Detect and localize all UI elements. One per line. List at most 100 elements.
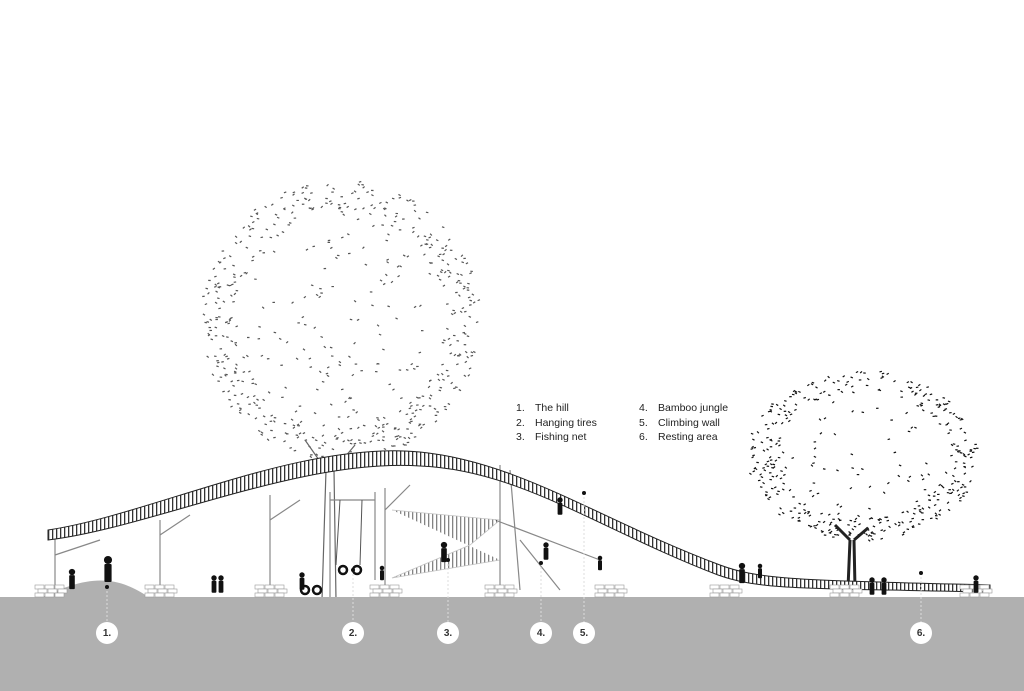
- leaf-mark: [257, 338, 261, 340]
- leaf-mark: [764, 494, 768, 497]
- leaf-mark: [217, 316, 221, 318]
- leaf-mark: [832, 381, 836, 384]
- leaf-mark: [230, 294, 233, 297]
- leaf-mark: [890, 419, 893, 421]
- brick: [959, 584, 970, 590]
- leaf-mark: [253, 208, 257, 211]
- leaf-mark: [292, 424, 296, 427]
- leaf-mark: [848, 534, 851, 536]
- legend-num: 1.: [516, 402, 525, 414]
- person-body: [881, 582, 887, 595]
- leaf-mark: [893, 379, 896, 383]
- leaf-mark: [794, 390, 798, 393]
- leaf-mark: [464, 350, 468, 354]
- leaf-mark: [958, 500, 962, 502]
- leaf-mark: [859, 370, 863, 374]
- brick: [484, 584, 495, 590]
- leaf-mark: [249, 228, 252, 231]
- leaf-mark: [937, 406, 941, 409]
- person-body: [758, 568, 762, 579]
- leaf-mark: [827, 375, 830, 379]
- leaf-mark: [836, 534, 840, 536]
- leaf-mark: [444, 244, 448, 248]
- leaf-mark: [779, 407, 782, 411]
- leaf-mark: [811, 381, 815, 384]
- leaf-mark: [868, 507, 871, 510]
- legend-label: Bamboo jungle: [658, 402, 729, 414]
- leaf-mark: [362, 246, 365, 249]
- leaf-mark: [894, 522, 897, 526]
- leaf-mark: [807, 511, 810, 515]
- marker-2: 2.: [342, 622, 364, 644]
- leaf-mark: [238, 411, 242, 414]
- leaf-mark: [392, 388, 395, 391]
- leaf-mark: [784, 466, 788, 469]
- leaf-mark: [414, 409, 418, 412]
- leaf-mark: [463, 332, 467, 335]
- leaf-mark: [773, 486, 777, 489]
- leaf-mark: [938, 423, 942, 425]
- leaf-mark: [310, 192, 313, 194]
- leaf-mark: [465, 262, 469, 265]
- leaf-mark: [234, 235, 238, 239]
- brick: [729, 584, 740, 590]
- leaf-mark: [464, 360, 468, 364]
- leaf-mark: [234, 343, 238, 347]
- leaf-mark: [949, 411, 952, 414]
- leaf-mark: [398, 229, 402, 231]
- leaf-mark: [226, 284, 230, 287]
- leaf-mark: [266, 358, 270, 360]
- leaf-mark: [769, 408, 773, 411]
- leaf-mark: [232, 264, 235, 267]
- leaf-mark: [901, 511, 905, 514]
- leaf-mark: [418, 217, 421, 220]
- leaf-mark: [395, 437, 399, 441]
- leaf-mark: [779, 477, 783, 480]
- leaf-mark: [406, 255, 410, 258]
- leaf-mark: [794, 408, 797, 411]
- leaf-mark: [313, 326, 317, 329]
- small-tree-trunk: [833, 523, 869, 589]
- brick: [164, 592, 175, 598]
- person-body: [104, 564, 112, 583]
- leaf-mark: [393, 445, 396, 447]
- leaf-mark: [269, 236, 273, 239]
- leaf-mark: [375, 432, 379, 435]
- leaf-mark: [463, 285, 466, 288]
- leaf-mark: [880, 376, 884, 380]
- leaf-mark: [309, 366, 313, 368]
- brick: [962, 588, 973, 594]
- legend-num: 4.: [639, 402, 648, 414]
- leaf-mark: [808, 514, 812, 517]
- leaf-mark: [419, 426, 423, 429]
- leaf-mark: [792, 389, 796, 393]
- leaf-mark: [230, 340, 234, 343]
- leaf-mark: [223, 257, 226, 260]
- brick: [729, 592, 740, 598]
- leaf-mark: [815, 523, 819, 527]
- leaf-mark: [283, 191, 287, 194]
- leaf-mark: [920, 474, 924, 477]
- leaf-mark: [399, 265, 402, 268]
- leaf-mark: [791, 393, 795, 396]
- leaf-mark: [926, 386, 929, 388]
- leaf-mark: [827, 528, 831, 532]
- leaf-mark: [877, 518, 881, 522]
- leaf-mark: [450, 381, 454, 385]
- leaf-mark: [350, 192, 354, 195]
- leaf-mark: [400, 397, 403, 400]
- brick: [832, 588, 843, 594]
- leaf-mark: [410, 432, 413, 434]
- leaf-mark: [911, 525, 915, 528]
- leaf-mark: [868, 485, 872, 489]
- person-head: [973, 575, 979, 581]
- leaf-mark: [869, 535, 873, 537]
- brick: [484, 592, 495, 598]
- leaf-mark: [828, 532, 832, 534]
- leaf-mark: [285, 340, 289, 344]
- leaf-mark: [774, 459, 778, 462]
- leaf-mark: [775, 474, 779, 478]
- leaf-mark: [355, 411, 359, 414]
- leaf-mark: [975, 447, 979, 449]
